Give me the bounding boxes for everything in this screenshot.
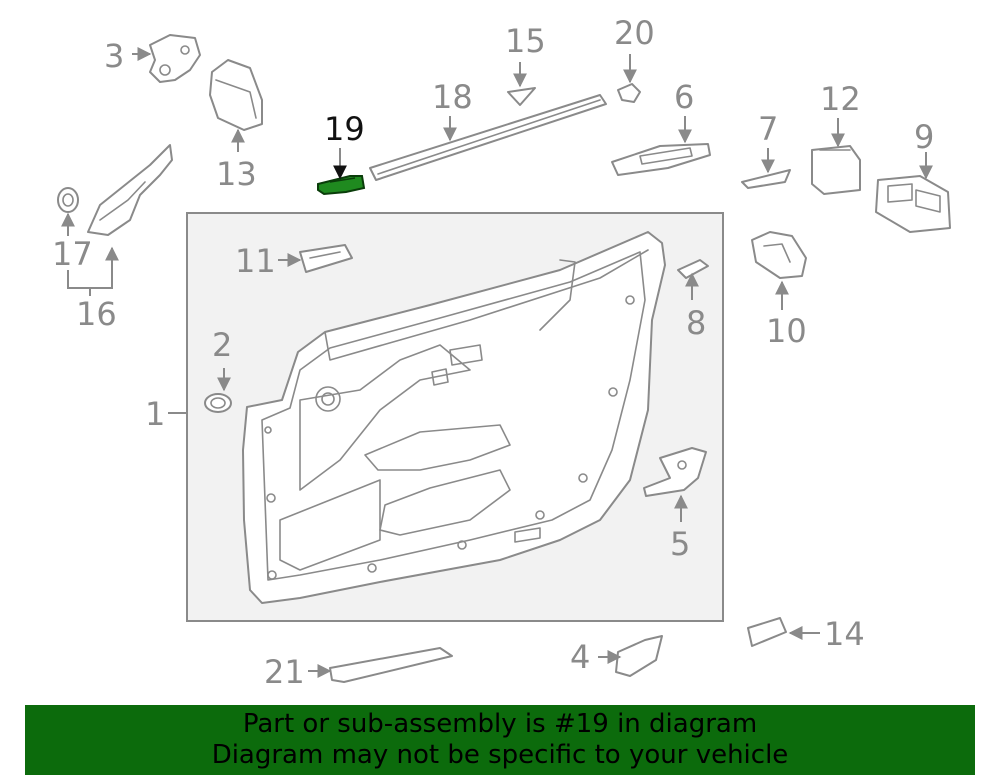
- callout-5: 5: [670, 525, 690, 563]
- callout-13: 13: [216, 155, 257, 193]
- callout-6: 6: [674, 78, 694, 116]
- part-21-trim: [329, 647, 453, 683]
- part-4-bracket: [615, 635, 663, 677]
- callout-9: 9: [914, 118, 934, 156]
- part-16-trim: [87, 144, 173, 236]
- part-10-bracket: [751, 231, 807, 279]
- part-15-clip: [507, 87, 536, 106]
- leader-lines: [61, 47, 933, 678]
- callout-3: 3: [104, 37, 124, 75]
- part-14-clip: [747, 617, 787, 647]
- part-6-switch-panel: [611, 143, 711, 176]
- callout-12: 12: [820, 80, 861, 118]
- callout-10: 10: [766, 312, 807, 350]
- callout-14: 14: [824, 615, 865, 653]
- callout-7: 7: [758, 110, 778, 148]
- callout-4: 4: [570, 638, 590, 676]
- part-13-module: [209, 59, 263, 131]
- part-19-highlighted: [317, 175, 366, 196]
- callout-8: 8: [686, 304, 706, 342]
- part-3-bracket: [149, 34, 201, 83]
- callout-1: 1: [145, 395, 165, 433]
- callout-15: 15: [505, 22, 546, 60]
- part-18-strip: [369, 94, 607, 181]
- callout-numbers: 1 2 3 4 5 6 7 8 9 10 11 12 13 14 15 16 1…: [52, 14, 934, 691]
- callout-20: 20: [614, 14, 655, 52]
- part-7-trim: [741, 169, 791, 189]
- callout-16: 16: [76, 295, 117, 333]
- callout-17: 17: [52, 235, 93, 273]
- door-trim-panel: [242, 231, 666, 604]
- banner-line-2: Diagram may not be specific to your vehi…: [211, 740, 789, 770]
- part-12-switch: [811, 145, 861, 195]
- part-17-clip: [57, 187, 79, 213]
- banner-line-1: Part or sub-assembly is #19 in diagram: [242, 709, 758, 739]
- callout-11: 11: [235, 242, 276, 280]
- callout-18: 18: [432, 78, 473, 116]
- part-5-bracket: [643, 447, 707, 497]
- callout-2: 2: [212, 326, 232, 364]
- callout-19: 19: [324, 110, 365, 148]
- part-20-clip: [617, 83, 641, 103]
- info-banner: Part or sub-assembly is #19 in diagram D…: [25, 705, 975, 775]
- callout-21: 21: [264, 653, 305, 691]
- part-9-master-switch: [875, 175, 951, 233]
- part-11-switch: [299, 244, 353, 273]
- part-2-clip: [204, 393, 232, 413]
